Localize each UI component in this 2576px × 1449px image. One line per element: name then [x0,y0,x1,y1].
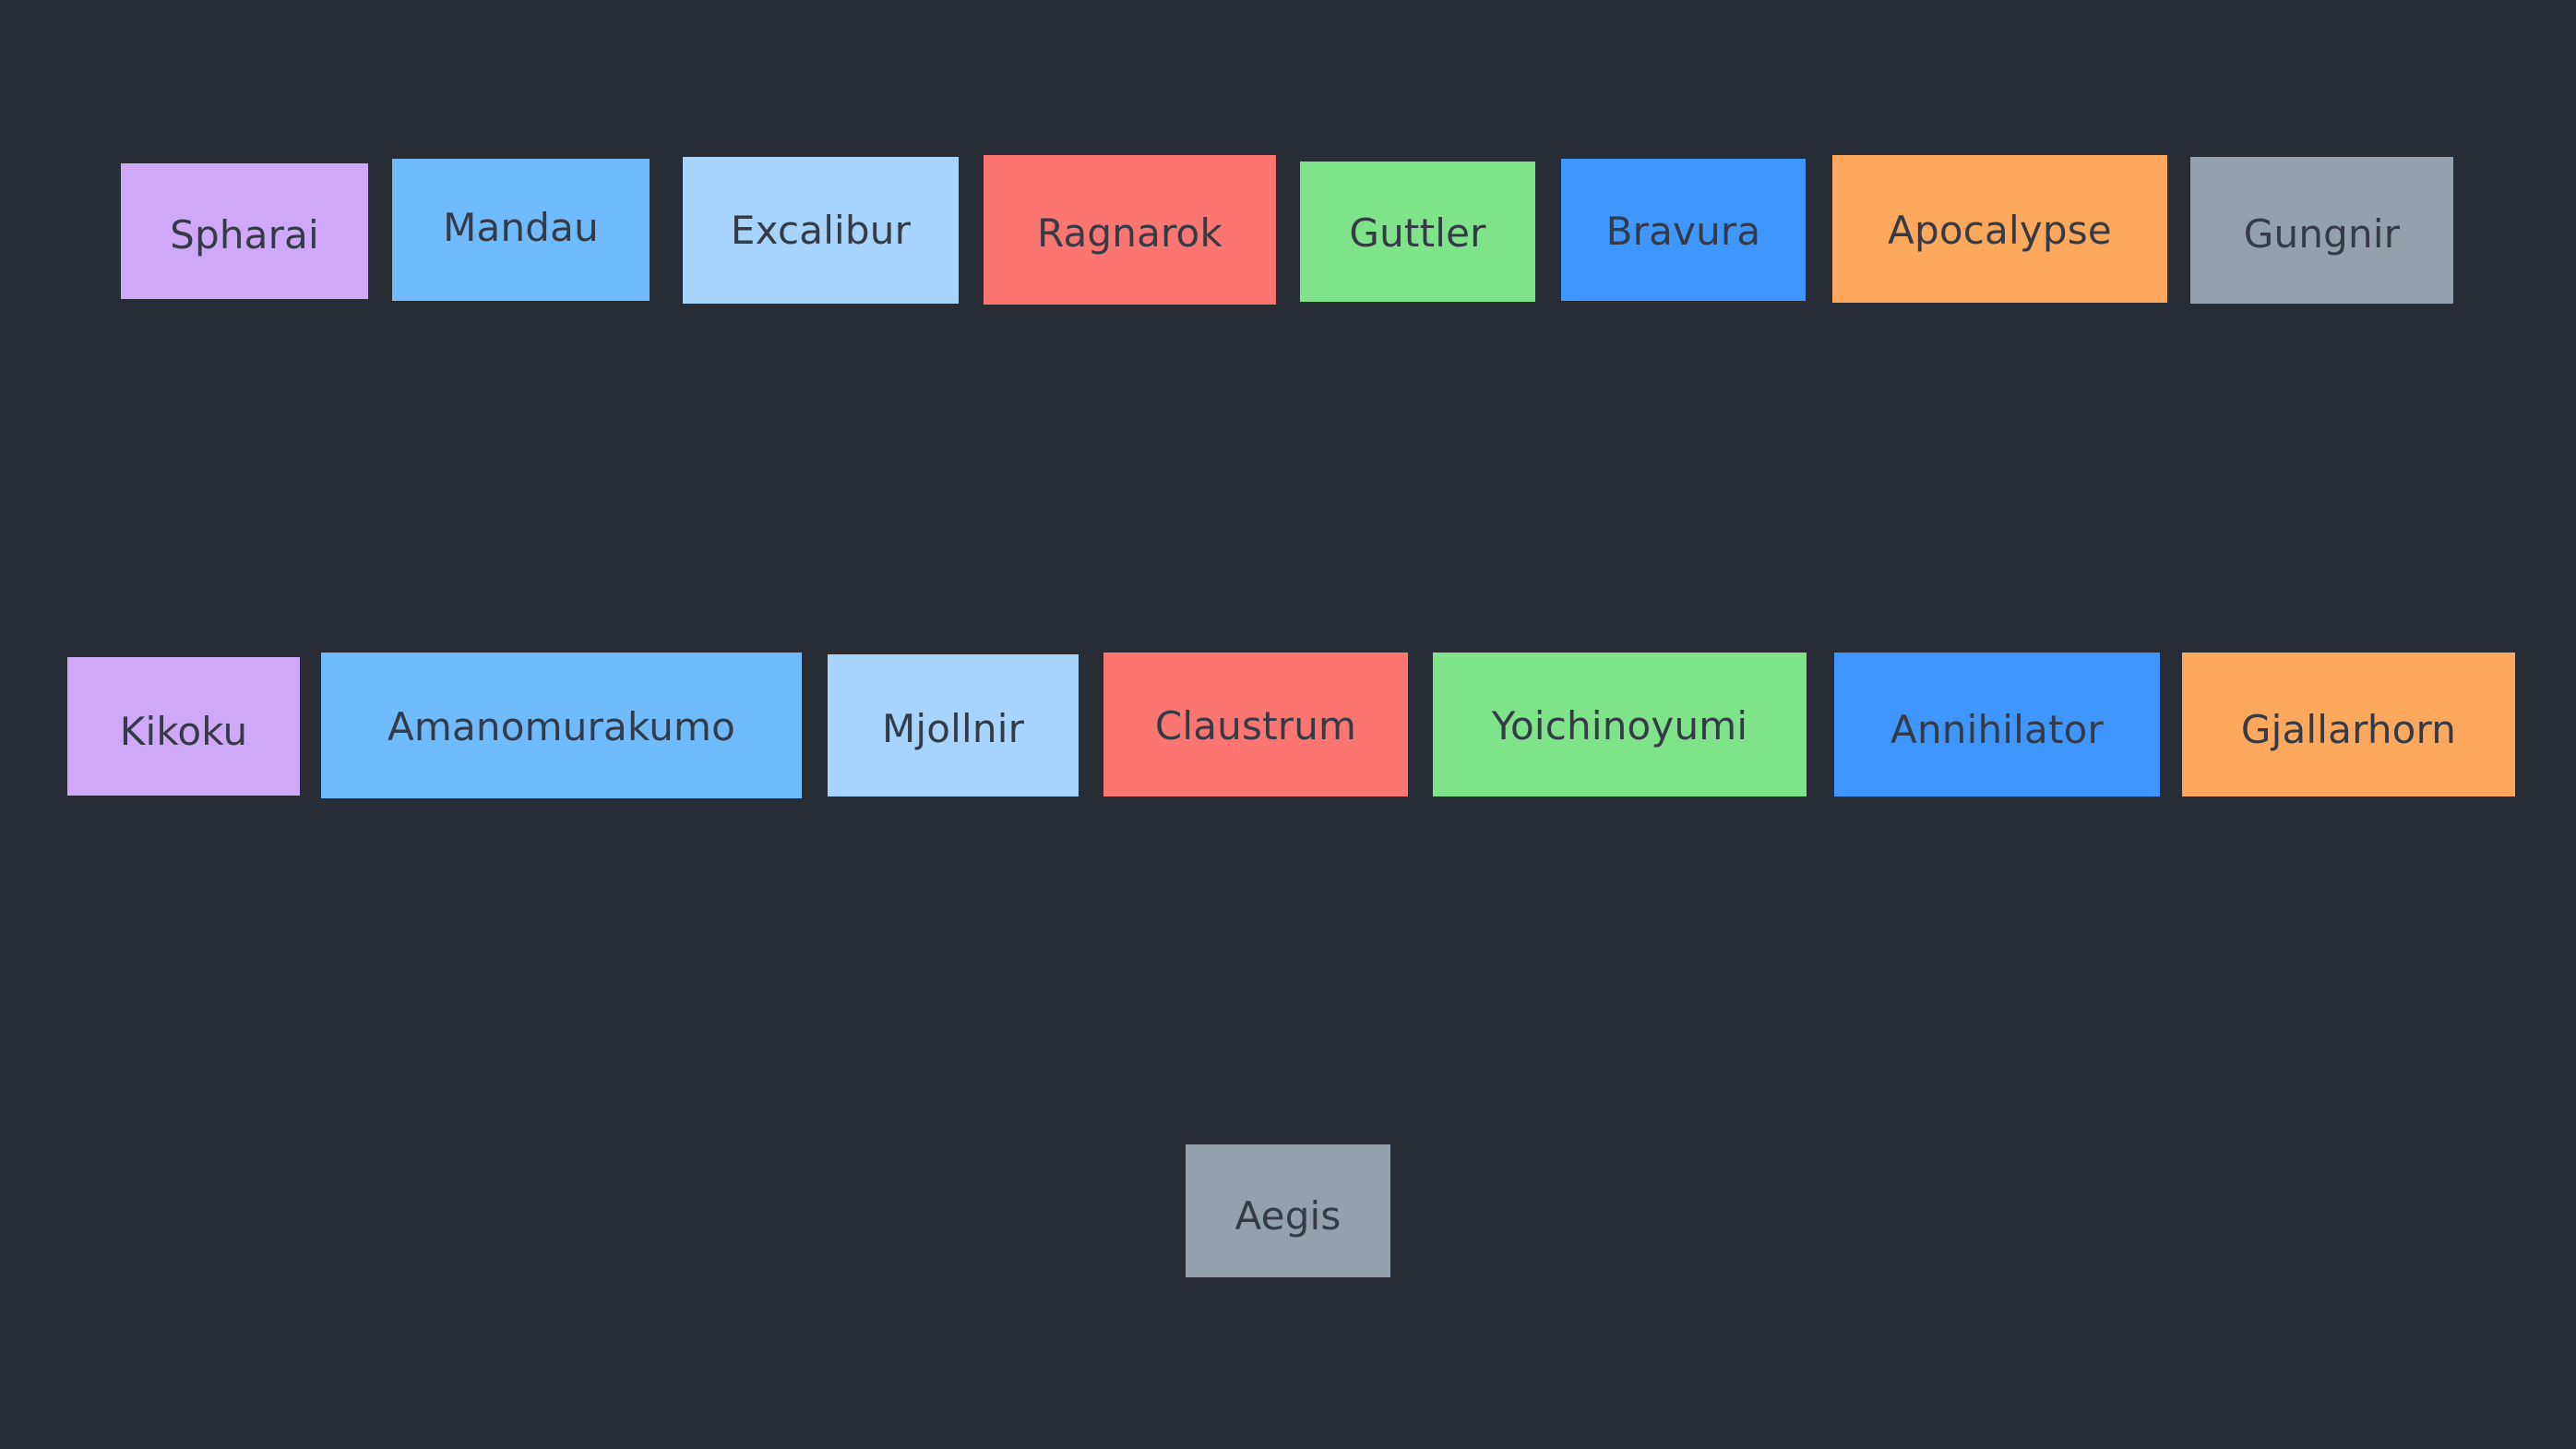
node-box[interactable]: Aegis [1186,1144,1390,1277]
node-label: Bravura [1605,209,1761,254]
node-label: Claustrum [1154,703,1357,748]
node-box[interactable]: Excalibur [683,157,959,304]
node-label: Ragnarok [1037,210,1222,256]
node-label: Apocalypse [1888,208,2112,253]
node-label: Mjollnir [881,706,1025,751]
node-label: Excalibur [730,207,912,253]
node-box[interactable]: Annihilator [1834,653,2160,796]
node-box[interactable]: Spharai [121,163,368,299]
node-label: Amanomurakumo [387,704,736,749]
node-label: Kikoku [119,709,248,754]
node-label: Mandau [443,205,599,250]
node-box[interactable]: Gungnir [2190,157,2453,304]
node-box[interactable]: Claustrum [1103,653,1408,796]
node-box[interactable]: Gjallarhorn [2182,653,2515,796]
node-label: Annihilator [1890,707,2104,752]
node-label: Gungnir [2243,210,2401,257]
node-box[interactable]: Mandau [392,159,650,301]
node-box[interactable]: Kikoku [67,657,300,796]
node-box[interactable]: Apocalypse [1832,155,2167,303]
node-label: Aegis [1234,1193,1342,1239]
node-label: Yoichinoyumi [1491,703,1748,748]
node-box[interactable]: Bravura [1561,159,1806,301]
node-label: Spharai [170,211,319,257]
node-box[interactable]: Ragnarok [984,155,1276,305]
node-box[interactable]: Yoichinoyumi [1433,653,1807,796]
node-box[interactable]: Amanomurakumo [321,653,802,798]
node-box[interactable]: Mjollnir [828,654,1079,796]
node-box[interactable]: Guttler [1300,162,1535,302]
node-label: Gjallarhorn [2240,707,2457,752]
node-label: Guttler [1349,210,1486,256]
